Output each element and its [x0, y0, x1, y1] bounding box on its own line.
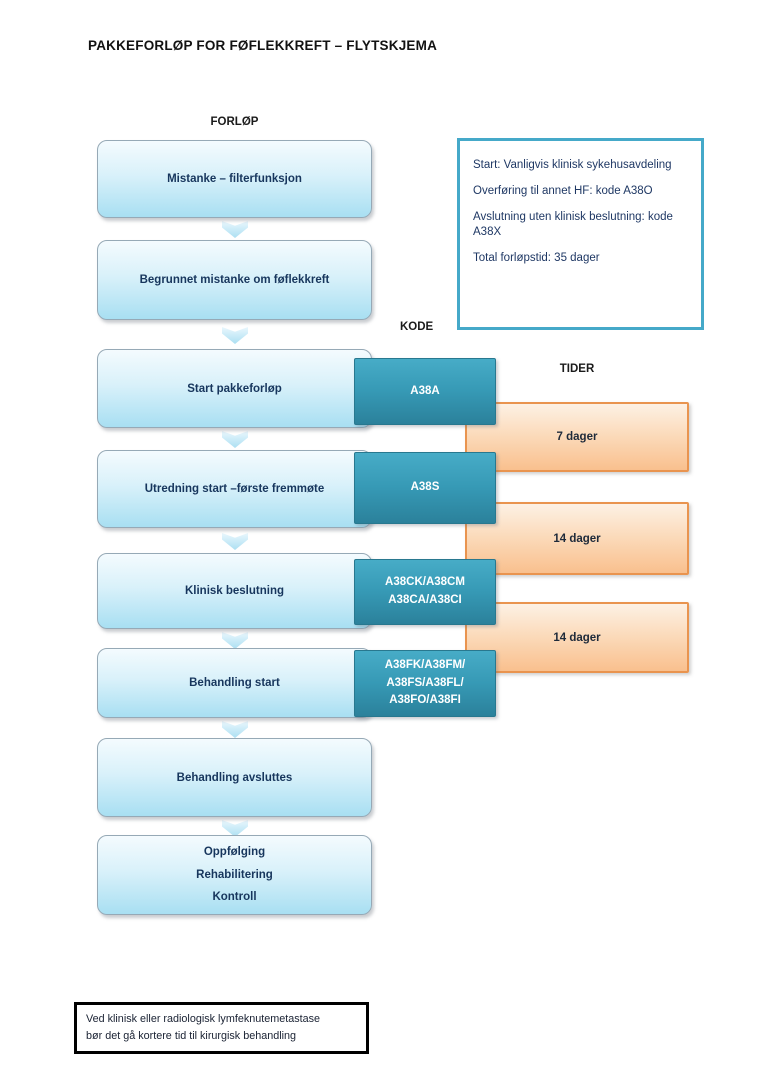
- flow-step-klinisk-beslutning: Klinisk beslutning: [97, 553, 372, 629]
- timer-label: 7 dager: [556, 431, 598, 443]
- info-line-start: Start: Vanligvis klinisk sykehusavdeling: [473, 159, 672, 171]
- column-label-kode: KODE: [400, 321, 434, 333]
- flow-step-behandling-start: Behandling start: [97, 648, 372, 718]
- flow-step-begrunnet-mistanke: Begrunnet mistanke om føflekkreft: [97, 240, 372, 320]
- flow-step-label: Behandling avsluttes: [176, 771, 293, 784]
- code-box-a38f-group: A38FK/A38FM/ A38FS/A38FL/ A38FO/A38FI: [354, 650, 496, 717]
- column-label-tider: TIDER: [559, 363, 595, 375]
- flow-step-label-line: Rehabilitering: [196, 868, 273, 881]
- down-arrow-icon: [222, 431, 248, 448]
- timer-box-7-dager: 7 dager: [465, 402, 689, 472]
- flow-step-label: Start pakkeforløp: [187, 382, 282, 395]
- info-line-avslutning: Avslutning uten klinisk beslutning: kode…: [473, 210, 673, 238]
- down-arrow-icon: [222, 221, 248, 238]
- flow-step-label: Behandling start: [189, 677, 280, 689]
- flow-step-label: Utredning start –første fremmøte: [144, 483, 325, 495]
- pathway-info-box: Start: Vanligvis klinisk sykehusavdeling…: [457, 138, 704, 330]
- down-arrow-icon: [222, 632, 248, 649]
- page-title: PAKKEFORLØP FOR FØFLEKKREFT – FLYTSKJEMA: [88, 38, 438, 53]
- down-arrow-icon: [222, 533, 248, 550]
- flow-step-mistanke-filterfunksjon: Mistanke – filterfunksjon: [97, 140, 372, 218]
- note-line: bør det gå kortere tid til kirurgisk beh…: [86, 1029, 297, 1042]
- flow-step-label-line: Kontroll: [212, 891, 257, 904]
- note-line: Ved klinisk eller radiologisk lymfeknute…: [86, 1013, 321, 1025]
- code-box-a38a: A38A: [354, 358, 496, 425]
- timer-label: 14 dager: [553, 631, 601, 644]
- code-label-line: A38FO/A38FI: [389, 694, 461, 707]
- lymph-node-note-box: Ved klinisk eller radiologisk lymfeknute…: [74, 1002, 369, 1055]
- flow-step-label: Mistanke – filterfunksjon: [167, 173, 302, 185]
- code-box-a38c-group: A38CK/A38CM A38CA/A38CI: [354, 559, 496, 625]
- flow-step-label: Begrunnet mistanke om føflekkreft: [139, 274, 330, 286]
- flow-step-oppfolging-rehabilitering-kontroll: Oppfølging Rehabilitering Kontroll: [97, 835, 372, 915]
- code-box-a38s: A38S: [354, 452, 496, 524]
- info-line-overforing: Overføring til annet HF: kode A38O: [473, 184, 653, 197]
- column-label-forlop: FORLØP: [210, 116, 259, 128]
- timer-box-14-dager-behandling: 14 dager: [465, 602, 689, 673]
- flow-step-utredning-start: Utredning start –første fremmøte: [97, 450, 372, 528]
- down-arrow-icon: [222, 721, 248, 738]
- code-label-line: A38FK/A38FM/: [384, 658, 466, 671]
- down-arrow-icon: [222, 327, 248, 344]
- code-label: A38S: [410, 481, 440, 494]
- flow-step-label: Klinisk beslutning: [184, 585, 285, 597]
- flow-step-label-line: Oppfølging: [203, 846, 266, 859]
- flow-step-start-pakkeforlop: Start pakkeforløp: [97, 349, 372, 428]
- flow-step-behandling-avsluttes: Behandling avsluttes: [97, 738, 372, 817]
- timer-label: 14 dager: [553, 532, 601, 545]
- code-label-line: A38FS/A38FL/: [386, 676, 464, 689]
- timer-box-14-dager-utredning: 14 dager: [465, 502, 689, 575]
- info-line-total-forlopstid: Total forløpstid: 35 dager: [473, 251, 600, 264]
- code-label: A38A: [410, 384, 440, 397]
- code-label-line: A38CK/A38CM: [385, 576, 465, 589]
- code-label-line: A38CA/A38CI: [388, 594, 462, 606]
